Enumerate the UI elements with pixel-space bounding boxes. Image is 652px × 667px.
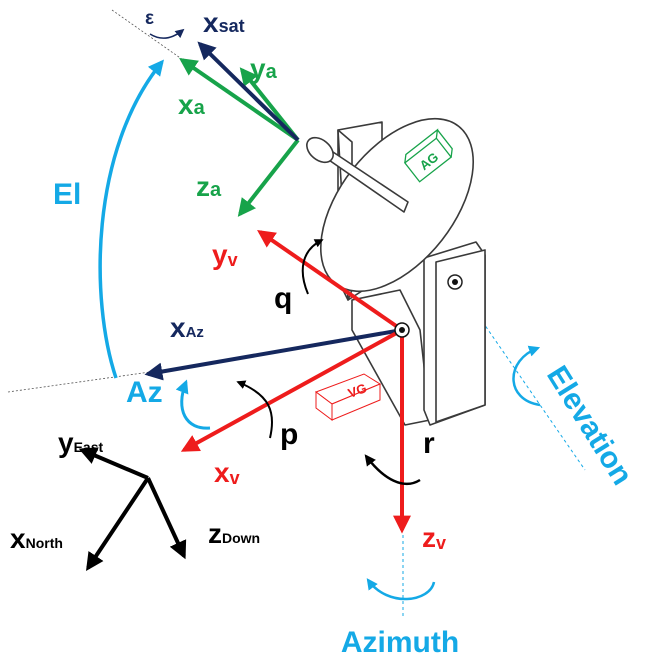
x-sat-label: xsat	[203, 7, 245, 38]
axis-x-sat	[197, 41, 300, 142]
axis-y-v	[257, 229, 404, 332]
epsilon-angle-arc	[149, 28, 185, 39]
axis-y-east	[78, 447, 149, 480]
x-az-label: xAz	[170, 312, 204, 343]
axis-x-v	[180, 328, 403, 452]
axis-x-az	[144, 328, 403, 381]
z-down-label: zDown	[208, 518, 260, 549]
vg-label: VG	[346, 380, 369, 401]
z-v-label: zv	[422, 522, 446, 553]
q-rotation-arrow	[301, 239, 324, 295]
vehicle-origin-inner	[399, 327, 405, 333]
axis-z-down	[146, 477, 187, 560]
axis-x-north	[86, 476, 150, 571]
azimuth-label: Azimuth	[341, 626, 459, 659]
r-rotation-arrow	[364, 454, 421, 486]
q-label: q	[274, 282, 292, 315]
az-label: Az	[126, 376, 163, 409]
elevation-pivot-inner	[452, 279, 458, 285]
az-angle-arc	[175, 379, 211, 430]
azimuth-rotation-arrow	[366, 578, 436, 601]
z-a-label: za	[196, 171, 222, 202]
x-v-label: xv	[214, 457, 240, 488]
axis-z-a	[237, 138, 300, 217]
y-east-label: yEast	[58, 427, 103, 458]
feed-horn	[306, 136, 334, 164]
p-label: p	[280, 418, 298, 451]
ag-sensor-box: AG	[403, 128, 453, 183]
elevation-label: Elevation	[540, 360, 639, 491]
x-a-label: xa	[178, 89, 206, 120]
elevation-bracket-face	[435, 249, 486, 423]
sat-direction-reference-line	[111, 9, 187, 63]
vg-sensor-box: VG	[314, 373, 382, 421]
el-angle-arc	[98, 59, 164, 379]
r-label: r	[423, 427, 435, 460]
p-rotation-arrow	[236, 380, 274, 439]
axis-x-a	[179, 57, 300, 142]
y-v-label: yv	[212, 239, 238, 270]
y-a-label: ya	[250, 53, 278, 84]
epsilon-label: ε	[145, 8, 154, 29]
x-north-label: xNorth	[10, 523, 63, 554]
el-label: El	[53, 178, 81, 211]
elevation-rotation-arrow	[512, 345, 541, 407]
